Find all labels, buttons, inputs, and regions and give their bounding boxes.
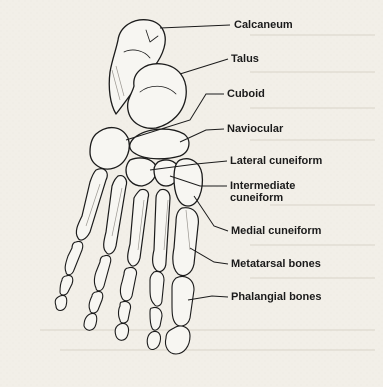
- label-intermediate-cuneiform: Intermediate cuneiform: [230, 180, 295, 204]
- label-naviocular: Naviocular: [227, 123, 283, 135]
- label-calcaneum: Calcaneum: [234, 19, 293, 31]
- label-metatarsal-bones: Metatarsal bones: [231, 258, 321, 270]
- phalanx-5-distal: [55, 295, 67, 310]
- label-cuboid: Cuboid: [227, 88, 265, 100]
- label-intermediate-line2: cuneiform: [230, 192, 295, 204]
- label-medial-cuneiform: Medial cuneiform: [231, 225, 321, 237]
- label-intermediate-line1: Intermediate: [230, 180, 295, 192]
- phalanx-2-proximal: [150, 271, 164, 306]
- label-lateral-cuneiform: Lateral cuneiform: [230, 155, 322, 167]
- phalanx-3-distal: [115, 323, 128, 340]
- phalanx-2-middle: [150, 307, 162, 330]
- lateral-cuneiform-bone: [126, 158, 156, 186]
- label-phalangial-bones: Phalangial bones: [231, 291, 321, 303]
- label-talus: Talus: [231, 53, 259, 65]
